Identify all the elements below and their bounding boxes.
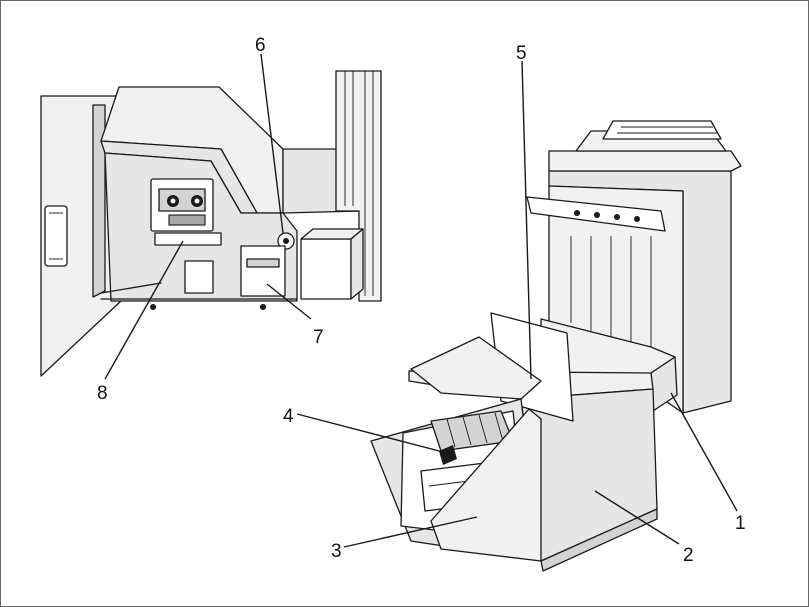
leader-1 <box>670 392 738 512</box>
pulled-tray <box>300 228 364 300</box>
callout-7: 7 <box>313 327 324 348</box>
stapler-unit <box>150 178 222 246</box>
open-door <box>40 95 122 377</box>
callout-6: 6 <box>255 35 266 56</box>
leader-2 <box>594 490 680 545</box>
leader-lines <box>104 53 738 548</box>
callout-3: 3 <box>331 541 342 562</box>
leader-3 <box>343 516 478 548</box>
leader-6 <box>260 53 284 234</box>
waste-box <box>240 245 286 297</box>
leader-8 <box>104 240 184 380</box>
leader-7 <box>266 283 312 320</box>
callout-1: 1 <box>735 513 746 534</box>
callout-labels: 1 2 3 4 5 6 7 8 <box>97 35 746 566</box>
callout-2: 2 <box>683 545 694 566</box>
inset-panel <box>184 260 214 294</box>
leader-5 <box>521 60 532 380</box>
main-finisher <box>370 120 742 572</box>
output-tray-mid <box>526 196 666 232</box>
callout-4: 4 <box>283 406 294 427</box>
leader-4 <box>296 413 448 454</box>
callout-5: 5 <box>516 43 527 64</box>
delivery-tray <box>370 336 542 562</box>
output-tray-top <box>602 120 722 140</box>
inset-open-unit <box>40 70 382 377</box>
callout-8: 8 <box>97 383 108 404</box>
